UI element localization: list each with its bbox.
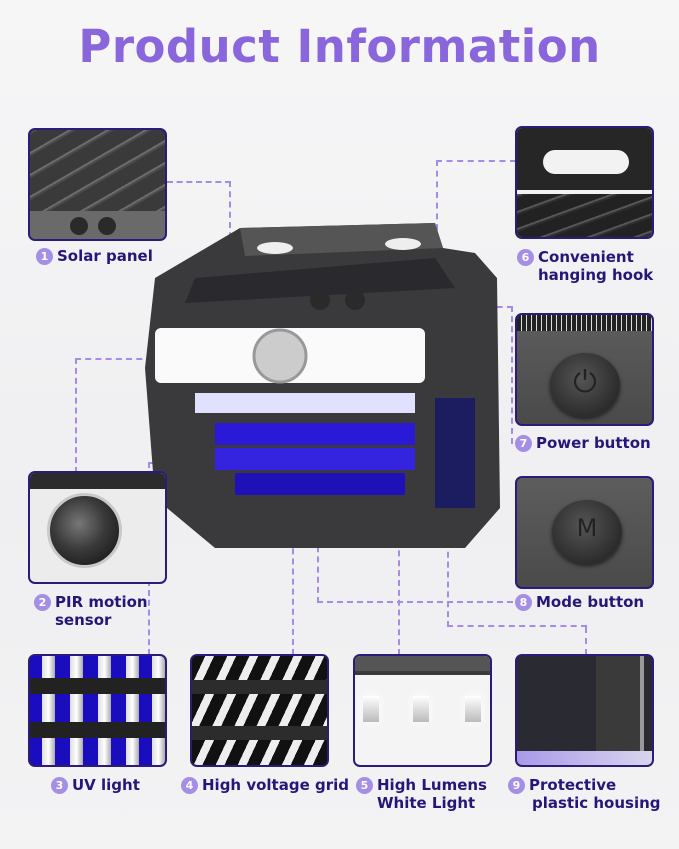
badge-5: 5: [356, 777, 373, 794]
grid-strip: [192, 694, 327, 730]
badge-1: 1: [36, 248, 53, 265]
connector-housing: [447, 532, 587, 627]
uv-light-card: [28, 654, 167, 767]
badge-2: 2: [34, 594, 51, 611]
mode-knob: [552, 500, 622, 564]
grid-strip: [192, 656, 327, 680]
power-button-card: ⏻: [515, 313, 654, 426]
led: [465, 696, 481, 722]
connector-grid: [292, 488, 294, 655]
uv-bar: [70, 656, 83, 765]
badge-8: 8: [515, 594, 532, 611]
white-light-card: [353, 654, 492, 767]
white-bar: [355, 656, 490, 675]
solar-knob: [70, 217, 88, 235]
solar-panel-card: [28, 128, 167, 241]
badge-9: 9: [508, 777, 525, 794]
connector-housing-down: [585, 627, 587, 655]
uv-hbar: [30, 678, 165, 694]
housing-bottom: [517, 751, 652, 765]
led: [363, 696, 379, 722]
grid-hbar: [192, 726, 327, 740]
hanging-hook-card: [515, 126, 654, 239]
badge-4: 4: [181, 777, 198, 794]
connector-hook: [436, 160, 516, 230]
solar-base: [30, 211, 165, 239]
uv-bar: [98, 656, 111, 765]
grill: [517, 315, 652, 331]
solar-knob: [98, 217, 116, 235]
grid-strip: [192, 740, 327, 765]
pir-sensor-card: [28, 471, 167, 584]
product-image: [135, 218, 510, 563]
badge-7: 7: [515, 435, 532, 452]
housing-card: [515, 654, 654, 767]
uv-bar: [126, 656, 139, 765]
led: [413, 696, 429, 722]
housing-edge: [596, 656, 644, 751]
power-icon: ⏻: [573, 365, 597, 400]
uv-bar: [152, 656, 165, 765]
hook-texture: [517, 194, 652, 237]
page-title: Product Information: [78, 20, 601, 73]
connector-solar: [167, 181, 231, 269]
uv-hbar: [30, 722, 165, 738]
badge-6: 6: [517, 249, 534, 266]
grid-hbar: [192, 680, 327, 694]
power-knob: [550, 353, 620, 417]
mode-icon: M: [576, 514, 598, 542]
pir-bar: [30, 473, 165, 489]
pir-lens: [47, 493, 122, 568]
voltage-grid-card: [190, 654, 329, 767]
badge-3: 3: [51, 777, 68, 794]
mode-button-card: M: [515, 476, 654, 589]
uv-bar: [42, 656, 55, 765]
hook-slot: [543, 150, 629, 174]
